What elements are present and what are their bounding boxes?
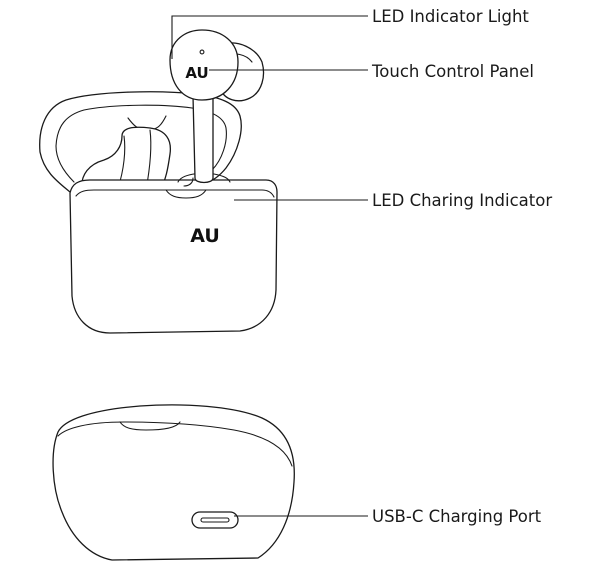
label-led-indicator-light: LED Indicator Light <box>372 7 529 26</box>
earbud-brand-logo: AU <box>185 64 208 82</box>
case-body <box>69 172 278 334</box>
leader-led-indicator-light <box>171 15 368 59</box>
closed-charging-case <box>52 404 295 561</box>
lifted-earbud <box>169 29 265 187</box>
led-indicator-dot <box>199 49 205 55</box>
label-touch-control-panel: Touch Control Panel <box>371 62 534 81</box>
usb-c-port <box>191 511 239 529</box>
case-brand-logo: AU <box>190 225 220 247</box>
open-charging-case: AU AU <box>39 29 278 334</box>
leader-lines <box>171 15 368 517</box>
label-led-charging-indicator: LED Charing Indicator <box>372 191 552 210</box>
label-usb-c-charging-port: USB-C Charging Port <box>372 507 542 526</box>
callout-labels: LED Indicator Light Touch Control Panel … <box>371 7 552 526</box>
